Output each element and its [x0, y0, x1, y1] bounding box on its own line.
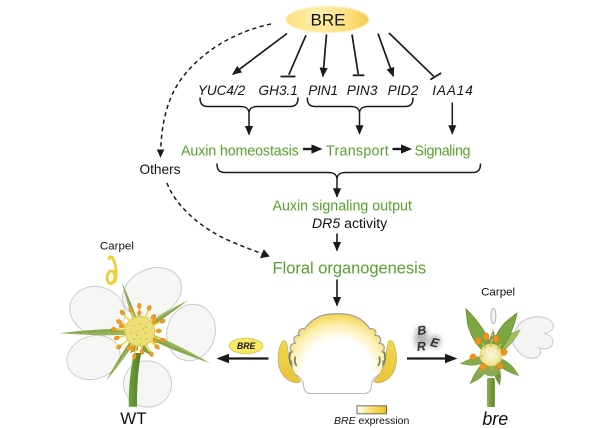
- svg-text:E: E: [429, 335, 441, 351]
- svg-text:Signaling: Signaling: [415, 143, 471, 159]
- svg-text:Floral organogenesis: Floral organogenesis: [273, 260, 427, 278]
- svg-text:Others: Others: [140, 162, 181, 177]
- svg-text:Auxin signaling output: Auxin signaling output: [272, 199, 412, 215]
- svg-text:YUC4/2: YUC4/2: [198, 83, 246, 98]
- svg-text:BRE: BRE: [311, 10, 346, 29]
- svg-text:PIN3: PIN3: [347, 83, 378, 98]
- svg-text:PIN1: PIN1: [308, 83, 338, 98]
- svg-text:bre: bre: [482, 409, 508, 428]
- svg-text:WT: WT: [120, 409, 146, 428]
- svg-text:PID2: PID2: [388, 83, 419, 98]
- svg-text:BRE: BRE: [237, 341, 256, 351]
- svg-text:Carpel: Carpel: [100, 240, 134, 252]
- svg-text:IAA14: IAA14: [432, 83, 473, 98]
- svg-text:DR5 activity: DR5 activity: [312, 215, 388, 231]
- svg-text:B: B: [416, 323, 427, 338]
- svg-text:GH3.1: GH3.1: [259, 83, 298, 98]
- svg-text:Auxin homeostasis: Auxin homeostasis: [181, 143, 299, 159]
- svg-text:R: R: [416, 339, 426, 354]
- svg-text:BRE expression: BRE expression: [334, 415, 409, 427]
- svg-text:Transport: Transport: [326, 143, 389, 159]
- svg-text:Carpel: Carpel: [481, 287, 515, 299]
